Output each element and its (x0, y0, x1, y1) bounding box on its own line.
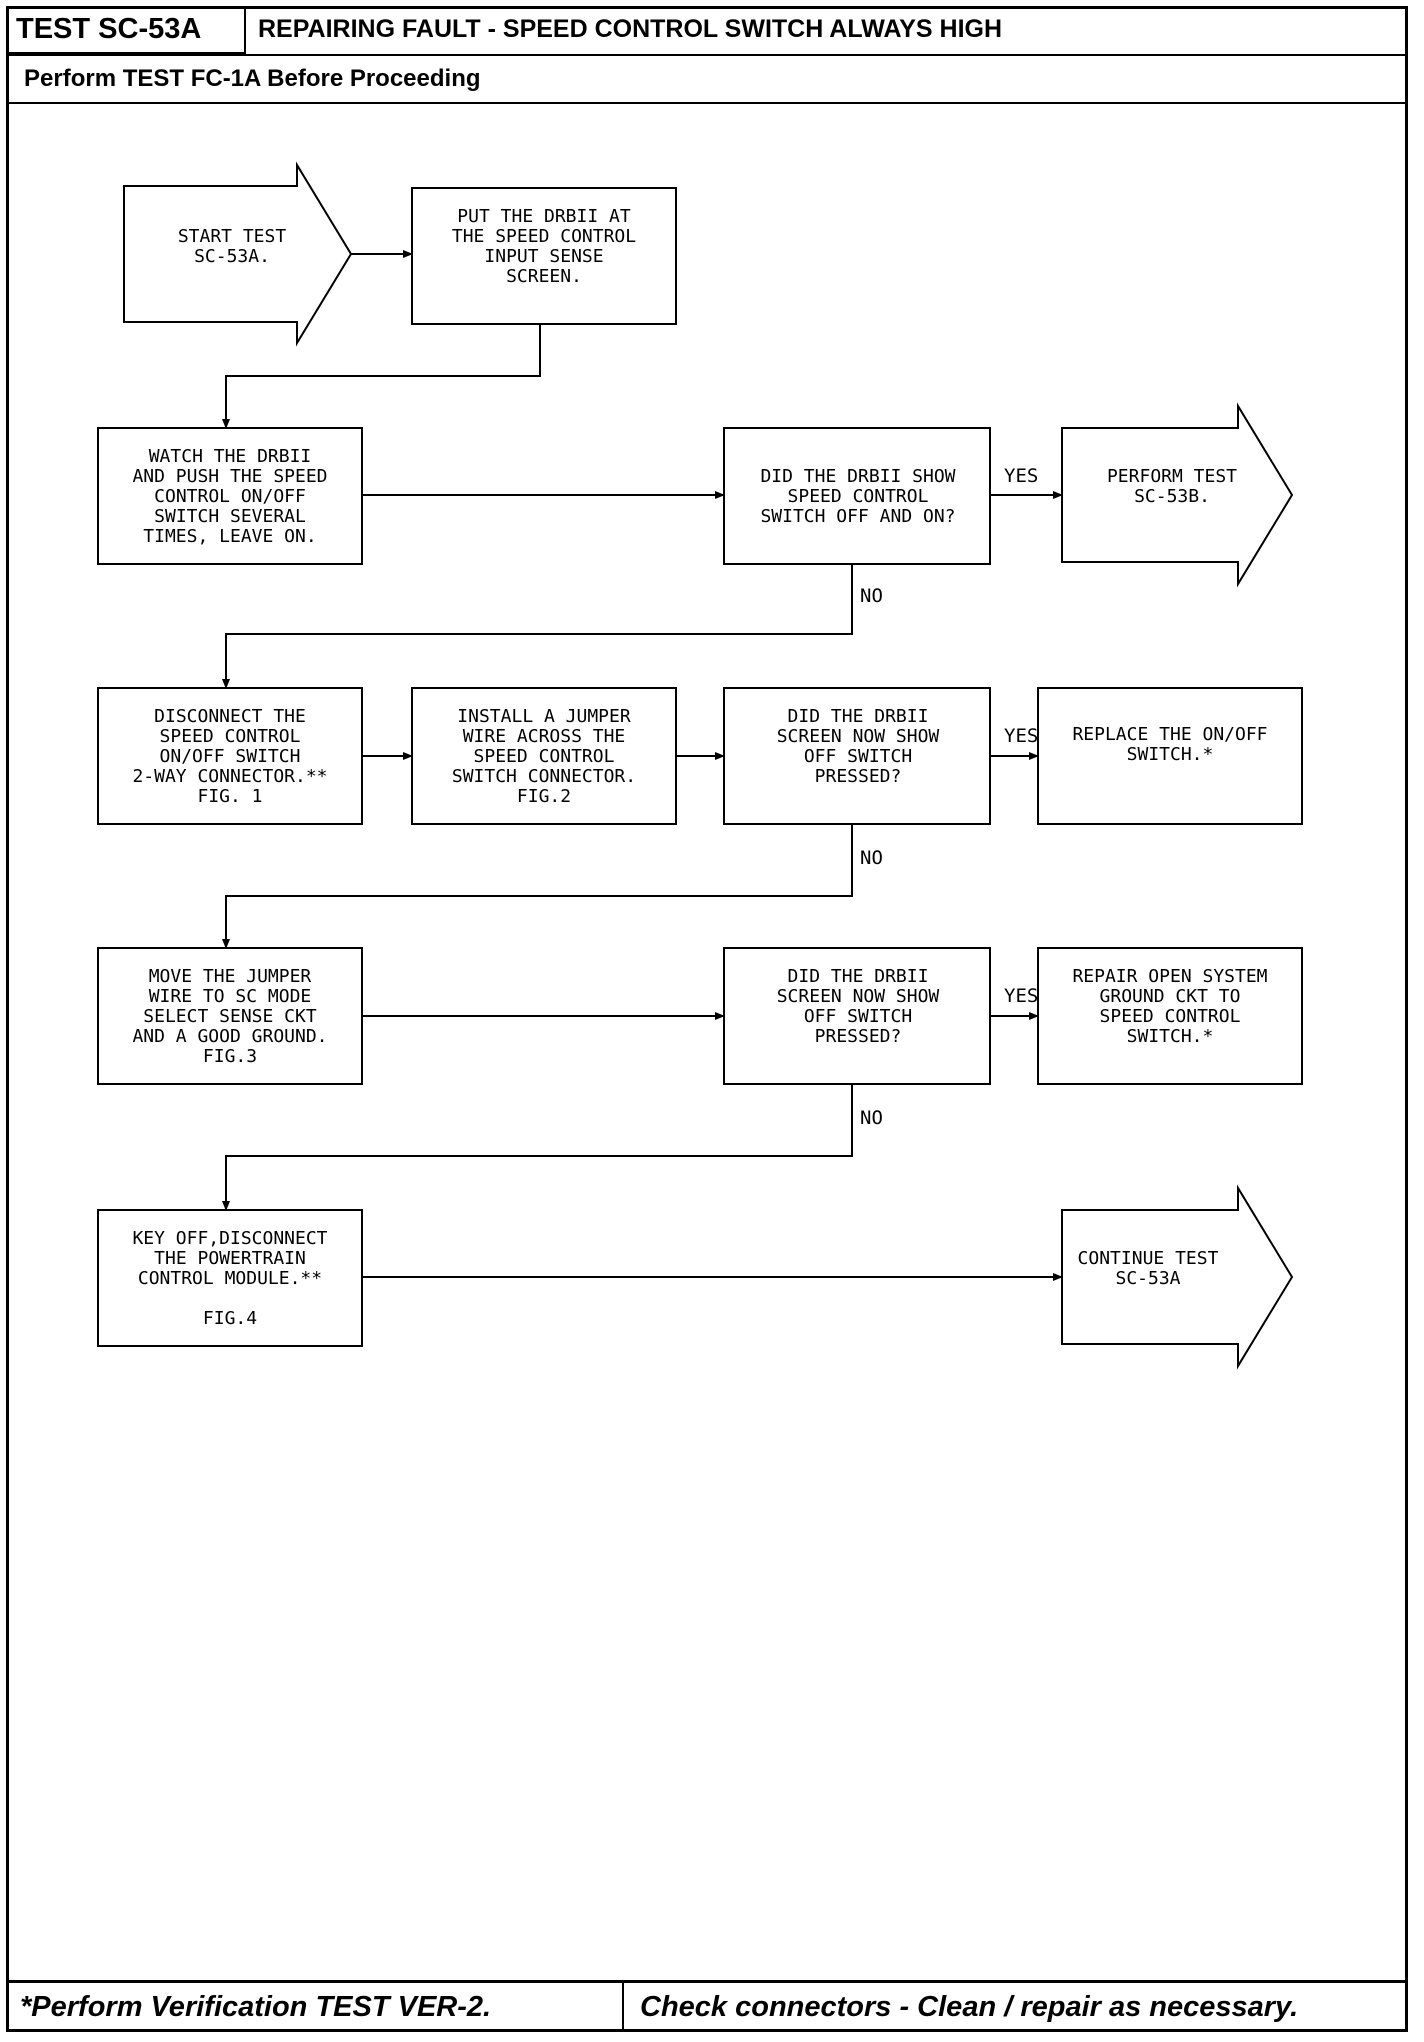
step4-line-3: SWITCH CONNECTOR. (452, 766, 636, 787)
q3-line-1: SCREEN NOW SHOW (777, 986, 940, 1007)
step5-line-1: WIRE TO SC MODE (149, 986, 312, 1007)
out4-line-1: SC-53A (1115, 1268, 1180, 1289)
arrow-step1-step2 (222, 324, 541, 429)
step1-line-1: THE SPEED CONTROL (452, 226, 636, 247)
start-line-1: SC-53A. (194, 246, 270, 267)
step5-line-0: MOVE THE JUMPER (149, 966, 312, 987)
step2-line-3: SWITCH SEVERAL (154, 506, 306, 527)
q1-line-1: SPEED CONTROL (788, 486, 929, 507)
q1-no-label: NO (860, 585, 883, 607)
q1-line-2: SWITCH OFF AND ON? (760, 506, 955, 527)
step5-line-2: SELECT SENSE CKT (143, 1006, 317, 1027)
step1-line-0: PUT THE DRBII AT (457, 206, 631, 227)
step6-line-0: KEY OFF,DISCONNECT (132, 1228, 327, 1249)
out1-shape (1061, 402, 1294, 588)
arrow-q2-no (222, 824, 853, 949)
start-line-0: START TEST (178, 226, 287, 247)
footer-divider (622, 1983, 624, 2032)
q2-yes-label: YES (1004, 725, 1038, 747)
q2-no-label: NO (860, 847, 883, 869)
step5-line-3: AND A GOOD GROUND. (132, 1026, 327, 1047)
arrow-q3-no (222, 1084, 853, 1211)
step2-line-2: CONTROL ON/OFF (154, 486, 306, 507)
q2-line-0: DID THE DRBII (788, 706, 929, 727)
q3-no-label: NO (860, 1107, 883, 1129)
step3-line-1: SPEED CONTROL (160, 726, 301, 747)
out3-line-2: SPEED CONTROL (1100, 1006, 1241, 1027)
step3-line-3: 2-WAY CONNECTOR.** (132, 766, 327, 787)
out1-line-0: PERFORM TEST (1107, 466, 1237, 487)
out3-line-1: GROUND CKT TO (1100, 986, 1241, 1007)
step3-line-4: FIG. 1 (197, 786, 262, 807)
q3-line-3: PRESSED? (815, 1026, 902, 1047)
q3-yes-label: YES (1004, 985, 1038, 1007)
step6-line-2: CONTROL MODULE.** (138, 1268, 322, 1289)
step6-line-4: FIG.4 (203, 1308, 257, 1329)
q1-yes-label: YES (1004, 465, 1038, 487)
out1-line-1: SC-53B. (1134, 486, 1210, 507)
step6-line-1: THE POWERTRAIN (154, 1248, 306, 1269)
q2-line-1: SCREEN NOW SHOW (777, 726, 940, 747)
step1-line-2: INPUT SENSE (484, 246, 603, 267)
out2-line-1: SWITCH.* (1127, 744, 1214, 765)
out3-line-3: SWITCH.* (1127, 1026, 1214, 1047)
step2-line-4: TIMES, LEAVE ON. (143, 526, 316, 547)
q2-line-3: PRESSED? (815, 766, 902, 787)
step4-line-1: WIRE ACROSS THE (463, 726, 626, 747)
verification-note: *Perform Verification TEST VER-2. (20, 1991, 492, 2023)
step4-line-0: INSTALL A JUMPER (457, 706, 631, 727)
step3-line-2: ON/OFF SWITCH (160, 746, 301, 767)
q2-line-2: OFF SWITCH (804, 746, 912, 767)
start-shape (123, 161, 353, 347)
out4-line-0: CONTINUE TEST (1078, 1248, 1219, 1269)
step5-line-4: FIG.3 (203, 1046, 257, 1067)
out3-line-0: REPAIR OPEN SYSTEM (1072, 966, 1267, 987)
prerequisite-note: Perform TEST FC-1A Before Proceeding (6, 54, 1408, 104)
page-frame (6, 6, 1408, 2032)
step1-line-3: SCREEN. (506, 266, 582, 287)
q3-line-0: DID THE DRBII (788, 966, 929, 987)
step2-line-1: AND PUSH THE SPEED (132, 466, 327, 487)
step6-line-3 (225, 1288, 236, 1309)
step4-line-4: FIG.2 (517, 786, 571, 807)
connector-note: Check connectors - Clean / repair as nec… (640, 1991, 1299, 2023)
step2-line-0: WATCH THE DRBII (149, 446, 312, 467)
arrow-q1-no (222, 564, 853, 689)
out4-shape (1061, 1184, 1294, 1370)
out2-line-0: REPLACE THE ON/OFF (1072, 724, 1267, 745)
test-id: TEST SC-53A (6, 6, 246, 54)
footer: *Perform Verification TEST VER-2. Check … (6, 1980, 1408, 2032)
q1-line-0: DID THE DRBII SHOW (760, 466, 955, 487)
test-title: REPAIRING FAULT - SPEED CONTROL SWITCH A… (258, 15, 1003, 43)
step3-line-0: DISCONNECT THE (154, 706, 306, 727)
q3-line-2: OFF SWITCH (804, 1006, 912, 1027)
step4-line-2: SPEED CONTROL (474, 746, 615, 767)
